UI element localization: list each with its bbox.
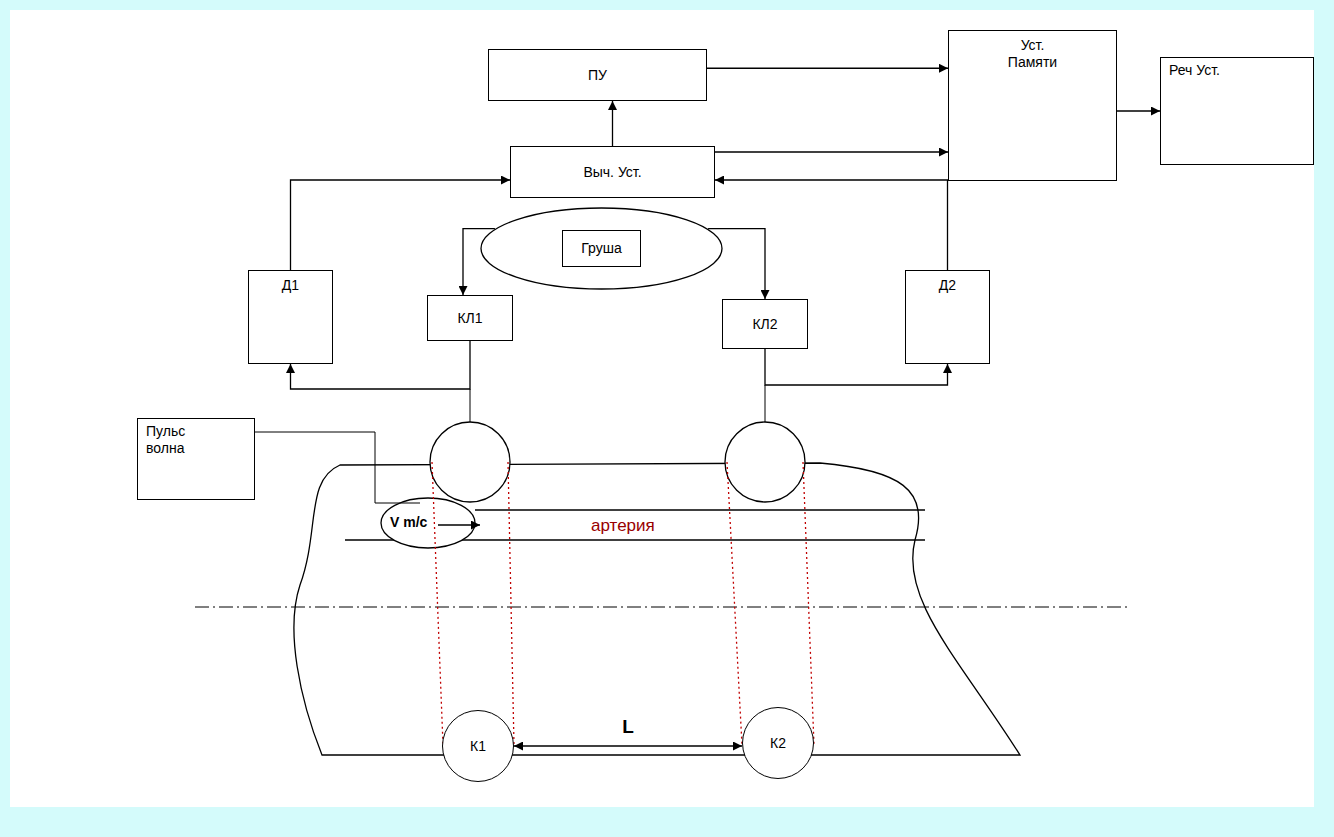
connector-arrow	[514, 745, 742, 746]
block-box: Уст. Памяти	[948, 30, 1117, 181]
block-box: Д2	[905, 270, 990, 364]
pulse-bulge	[381, 498, 475, 548]
block-box: Выч. Уст.	[510, 146, 715, 198]
block-box: КЛ1	[427, 295, 513, 341]
pulse-leader	[255, 432, 420, 503]
cuff-circle	[725, 422, 805, 502]
cuff-circle	[430, 422, 510, 502]
projection-line	[727, 462, 742, 745]
connector-arrow	[612, 101, 613, 146]
block-label: Выч. Уст.	[583, 164, 641, 181]
ellipse-shape	[481, 208, 722, 289]
block-label: Груша	[562, 230, 640, 267]
artery-label: артерия	[588, 516, 658, 536]
block-label: Пульс волна	[146, 423, 206, 457]
block-box: Пульс волна	[137, 418, 255, 500]
limb-outline	[294, 463, 1020, 755]
block-box: ПУ	[488, 49, 707, 101]
connector-arrow	[291, 180, 511, 270]
projection-line	[803, 462, 814, 745]
block-label: ПУ	[588, 67, 607, 84]
block-label: Уст. Памяти	[998, 37, 1068, 71]
projection-lines	[432, 462, 814, 745]
artery-wall	[475, 509, 925, 510]
block-label: Реч Уст.	[1169, 62, 1220, 79]
connector-arrow	[715, 180, 948, 270]
axis-line	[195, 607, 1130, 608]
connector-arrow	[715, 151, 948, 152]
white-ground	[10, 10, 1314, 807]
block-box: КЛ2	[722, 299, 808, 349]
block-label: К1	[470, 738, 486, 755]
block-box: Д1	[248, 270, 333, 364]
projection-line	[508, 462, 514, 745]
block-label: К2	[770, 735, 786, 752]
block-label: Д1	[282, 277, 299, 294]
connector-arrow	[1117, 110, 1160, 111]
sensor-circle: К1	[442, 710, 514, 782]
projection-line	[432, 462, 443, 745]
block-label: Д2	[939, 277, 956, 294]
sensor-circle: К2	[742, 707, 814, 779]
cuff-tube	[765, 385, 766, 422]
velocity-arrow	[438, 524, 480, 526]
connector-arrow	[707, 68, 948, 69]
block-box: Реч Уст.	[1160, 57, 1314, 165]
dimension-label: L	[619, 716, 637, 738]
cuff-tube	[470, 389, 471, 422]
block-label: КЛ1	[457, 310, 482, 327]
velocity-label: V m/c	[387, 514, 430, 531]
bulb-ellipse: Груша	[480, 207, 723, 290]
block-label: КЛ2	[752, 316, 777, 333]
